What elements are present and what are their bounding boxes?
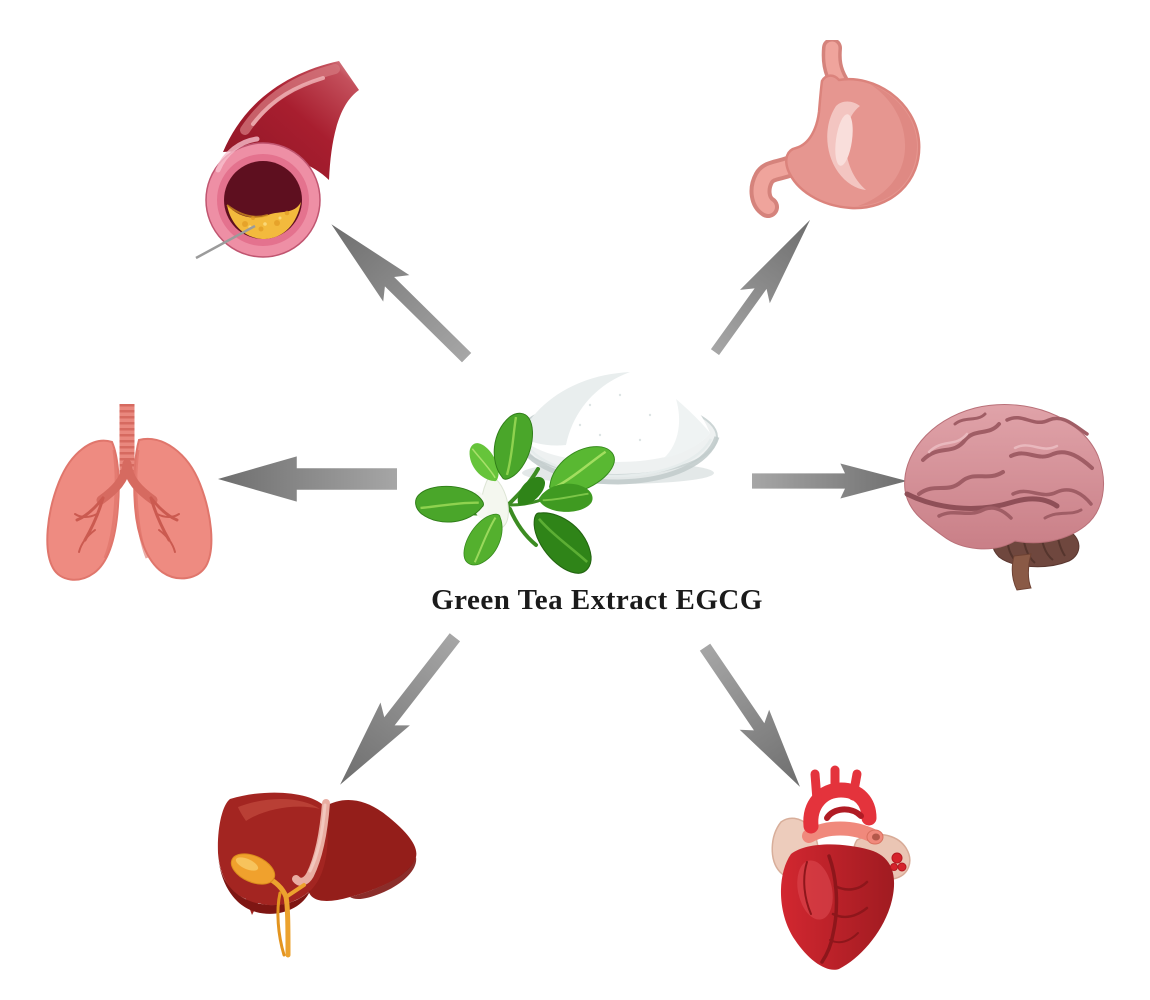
pulmonary-artery [802,821,884,845]
arrow-to-lungs-icon [218,454,397,504]
arrow-to-liver-icon [322,623,473,799]
gallbladder [230,853,306,958]
center-illustration [390,365,735,600]
pointer-needle [195,224,256,260]
brain-illustration [895,398,1110,598]
artery-cross-section [205,136,321,258]
falciform-ligament [292,799,330,886]
arrow-to-stomach-icon [698,208,827,365]
green-tea-leaves-icon [415,412,615,574]
liver-illustration [198,785,433,980]
diagram-title: Green Tea Extract EGCG [431,584,763,616]
lungs-illustration [35,398,225,593]
egcg-powder-dish-icon [514,372,720,485]
left-lung-lobe [46,439,120,581]
stomach-illustration [720,40,935,230]
coronary-vessels [803,854,869,964]
aorta [803,765,877,834]
right-lung-lobe [133,437,213,580]
atrial-knobs [890,852,907,872]
heart-illustration [765,762,915,1000]
blood-vessel-illustration [193,52,373,267]
arrow-to-blood-vessel-icon [315,208,483,374]
liver-right-lobe [307,800,417,901]
bronchi [74,459,180,553]
brain-stem [1011,553,1032,591]
stomach-body [785,74,921,210]
arrow-to-brain-icon [752,458,907,504]
duodenum [749,151,811,218]
arrow-to-heart-icon [687,635,818,800]
gyri-folds [904,412,1094,520]
